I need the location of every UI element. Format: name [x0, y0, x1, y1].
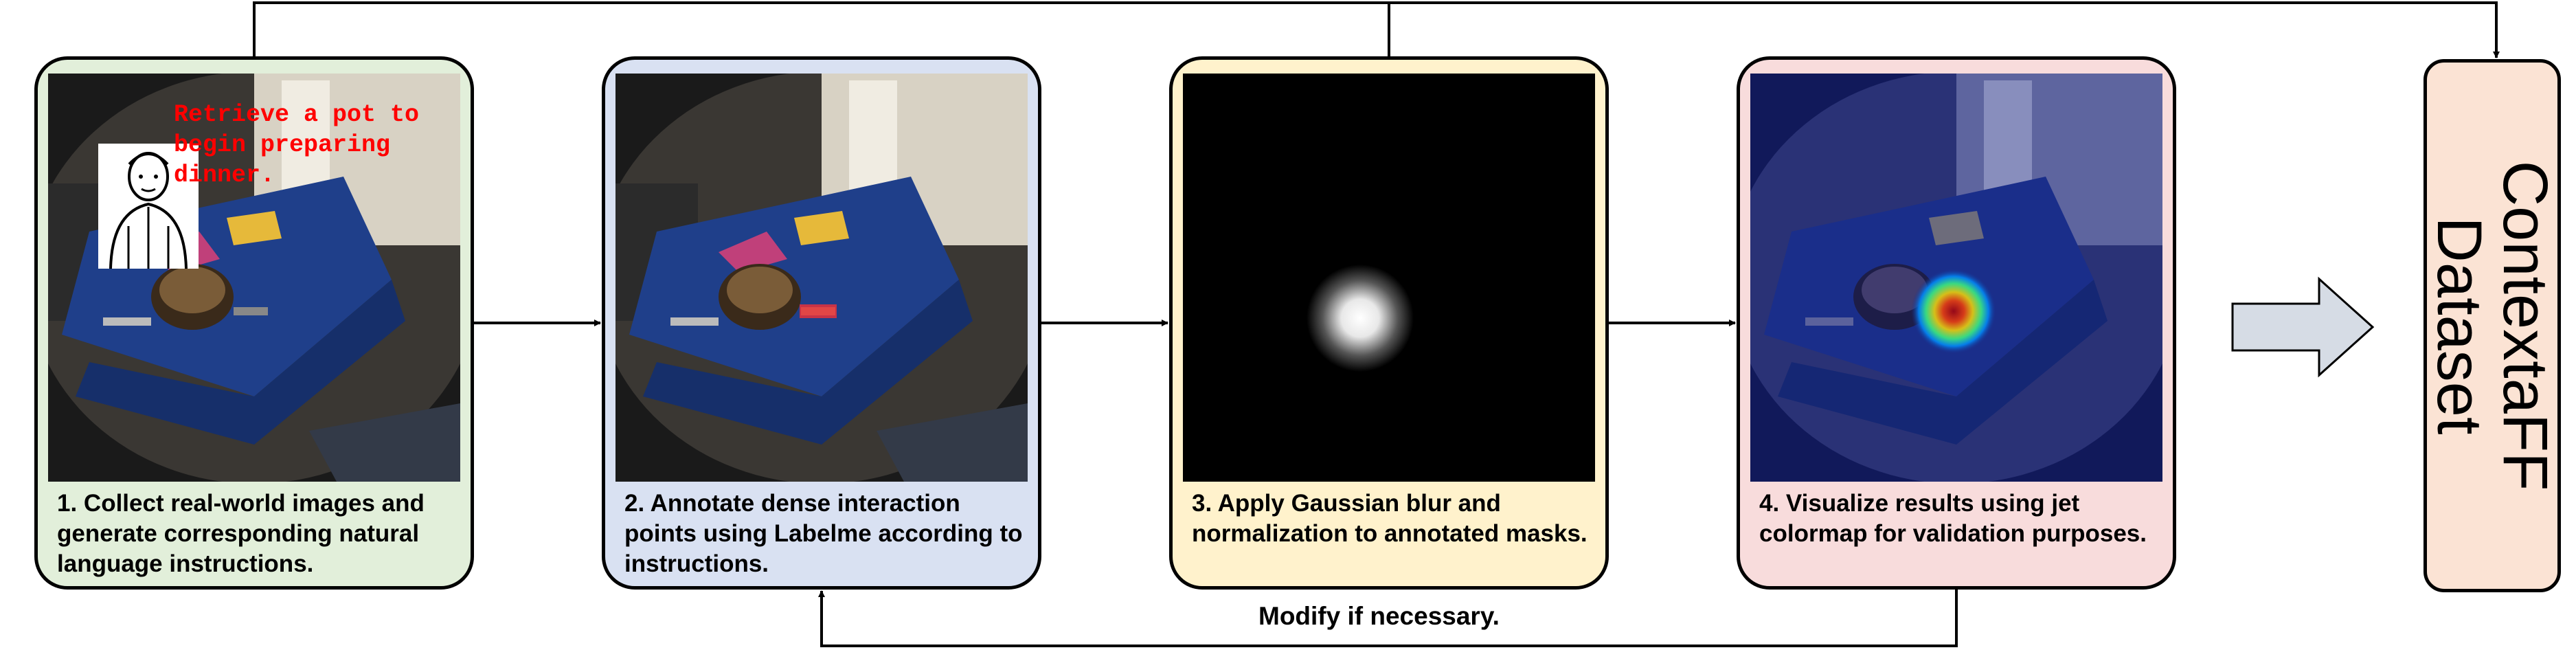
scene-photo-annotated: [615, 74, 1028, 482]
scene-illustration: [615, 74, 1028, 482]
top-connector: [253, 1, 2500, 58]
instruction-text: Retrieve a pot to begin preparing dinner…: [174, 101, 420, 189]
gaussian-mask: [1183, 74, 1595, 482]
person-sketch-icon: [98, 144, 199, 269]
dataset-label: ContextaFF Dataset: [2424, 160, 2560, 491]
feedback-loop: [818, 590, 1958, 647]
stage-annotate: 2. Annotate dense interaction points usi…: [602, 56, 1041, 590]
gaussian-blob-icon: [1183, 74, 1595, 482]
stage-visualize: 4. Visualize results using jet colormap …: [1737, 56, 2176, 590]
block-arrow-icon: [2231, 276, 2375, 378]
stage-blur: 3. Apply Gaussian blur and normalization…: [1169, 56, 1609, 590]
scene-illustration: [1750, 74, 2162, 482]
jet-heatmap-icon: [1911, 269, 1996, 354]
dataset-box: ContextaFF Dataset: [2424, 59, 2561, 592]
stage-3-caption: 3. Apply Gaussian blur and normalization…: [1192, 490, 1588, 547]
feedback-label: Modify if necessary.: [1258, 602, 1500, 630]
annotation-polygon: [800, 304, 837, 318]
stage-collect: Retrieve a pot to begin preparing dinner…: [34, 56, 474, 590]
stage-4-caption: 4. Visualize results using jet colormap …: [1759, 490, 2147, 547]
jet-overlay-photo: [1750, 74, 2162, 482]
stage-1-caption: 1. Collect real-world images and generat…: [57, 490, 425, 577]
dataset-label-text: ContextaFF Dataset: [2424, 160, 2560, 491]
stage-2-caption: 2. Annotate dense interaction points usi…: [624, 490, 1023, 577]
